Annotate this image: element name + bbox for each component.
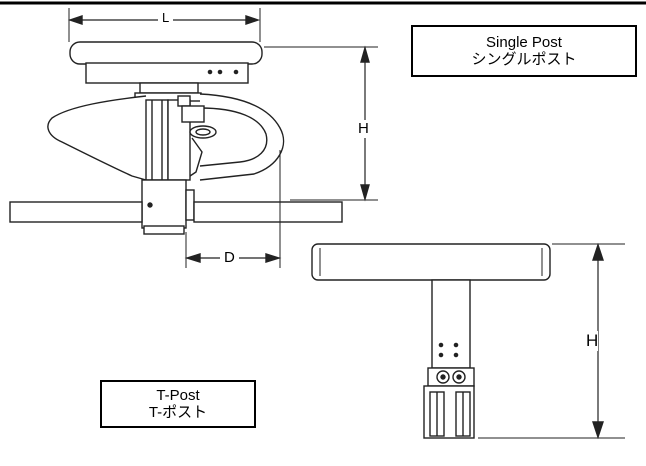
t-post-label-en: T-Post bbox=[156, 387, 200, 404]
single-post-label-en: Single Post bbox=[486, 34, 562, 51]
single-post-drawing bbox=[9, 8, 378, 268]
t-post-caption-box: T-Post T-ポスト bbox=[100, 380, 256, 428]
dimension-label-depth: D bbox=[220, 250, 239, 266]
single-post-caption-box: Single Post シングルポスト bbox=[411, 25, 637, 77]
single-post-label-ja: シングルポスト bbox=[471, 51, 577, 68]
t-post-label-ja: T-ポスト bbox=[148, 404, 208, 421]
t-post-drawing bbox=[311, 242, 625, 440]
dimension-label-height-tpost: H bbox=[586, 331, 599, 351]
dimension-label-height-single: H bbox=[358, 120, 369, 138]
dimension-label-length: L bbox=[158, 10, 174, 26]
